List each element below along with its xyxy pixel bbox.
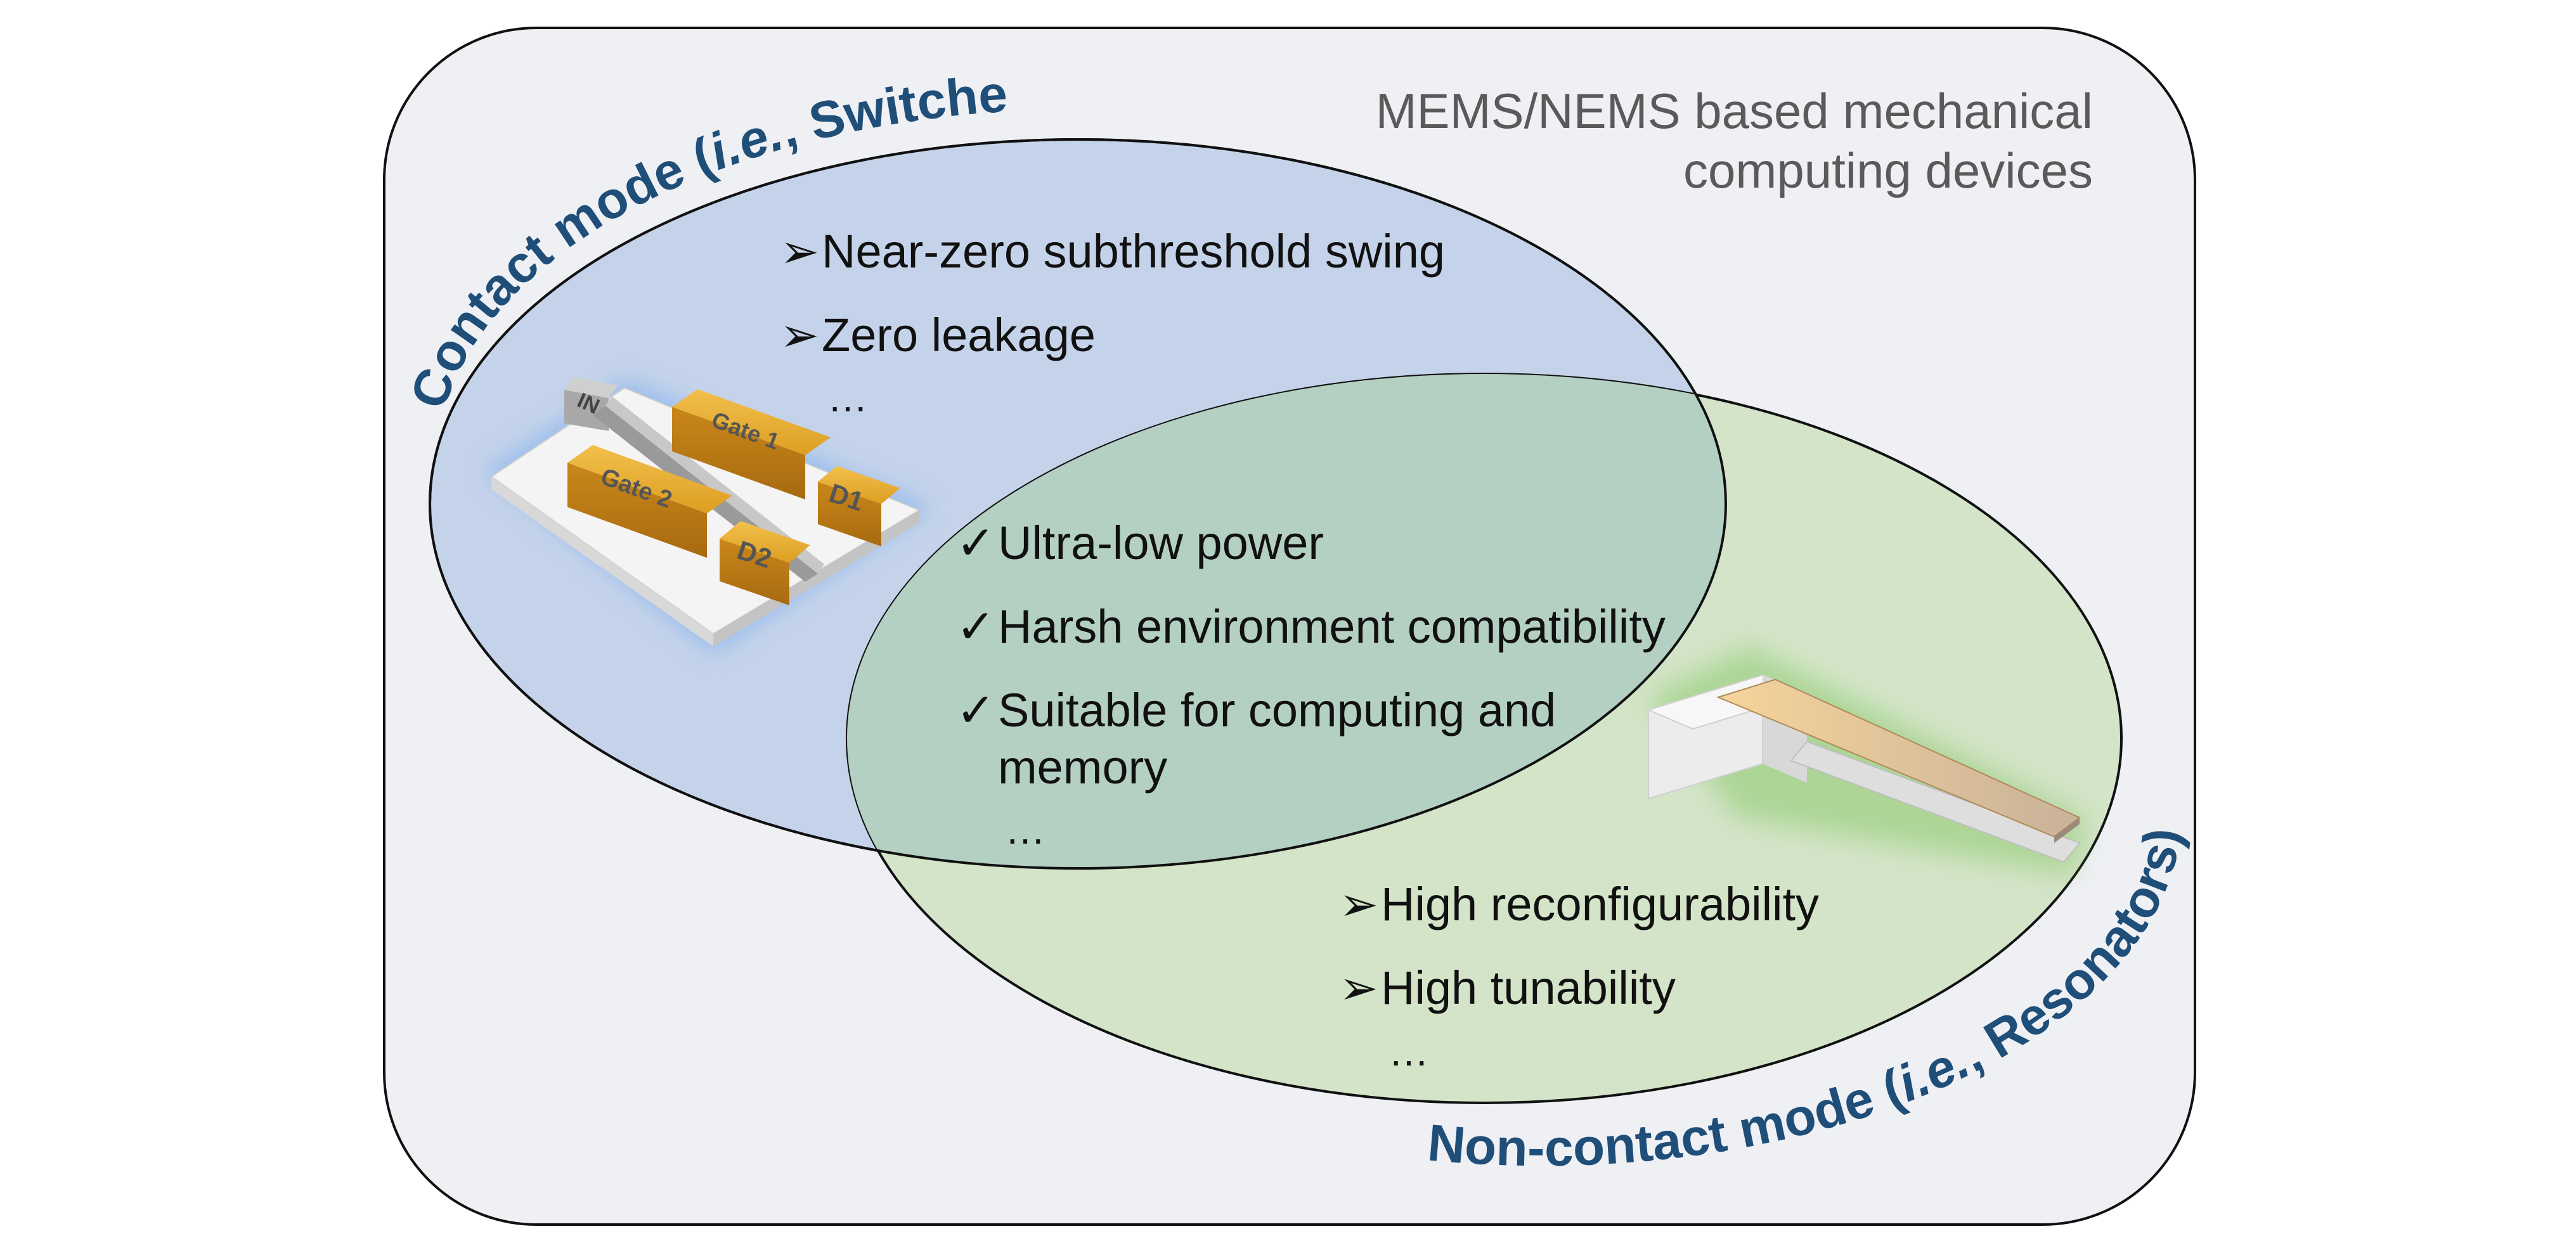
shared-item-3: ✓Suitable for computing and memory [956,682,1628,796]
overlap-region [847,374,1726,868]
shared-item-2: ✓Harsh environment compatibility [956,598,1666,655]
shared-item-2-text: Harsh environment compatibility [998,600,1666,653]
d2-block [720,521,810,563]
arrow-bullet-icon: ➢ [1339,962,1379,1014]
check-bullet-icon: ✓ [956,684,996,737]
frame-title-line1: MEMS/NEMS based mechanical [1375,83,2093,139]
mems-resonator-illustration [1647,647,2086,875]
contact-item-1: ➢Near-zero subthreshold swing [780,223,1445,280]
check-bullet-icon: ✓ [956,517,996,569]
mems-switch-illustration: IN Gate 1 Gate 2 D1 D2 [485,377,932,653]
noncontact-item-1: ➢High reconfigurability [1339,876,1819,933]
frame-title: MEMS/NEMS based mechanical computing dev… [1205,81,2093,200]
shared-item-1: ✓Ultra-low power [956,515,1324,572]
frame-title-line2: computing devices [1683,143,2093,198]
gate1-block [672,389,831,455]
arrow-bullet-icon: ➢ [780,309,820,361]
contact-item-1-text: Near-zero subthreshold swing [822,225,1446,278]
arrow-bullet-icon: ➢ [780,225,820,278]
noncontact-item-2-text: High tunability [1381,962,1676,1014]
in-anchor [564,390,609,431]
d1-block [818,466,900,504]
contact-ellipsis: … [827,375,868,420]
contact-mode-outline [429,138,1727,870]
contact-item-2: ➢Zero leakage [780,307,1096,364]
shared-item-1-text: Ultra-low power [998,517,1324,569]
arrow-bullet-icon: ➢ [1339,878,1379,930]
shared-item-3-text: Suitable for computing and memory [998,684,1557,794]
contact-item-2-text: Zero leakage [822,309,1096,361]
noncontact-item-1-text: High reconfigurability [1381,878,1820,930]
shared-ellipsis: … [1005,807,1045,853]
noncontact-item-2: ➢High tunability [1339,960,1676,1017]
noncontact-ellipsis: … [1388,1029,1429,1074]
check-bullet-icon: ✓ [956,600,996,653]
gate2-block [567,445,732,513]
